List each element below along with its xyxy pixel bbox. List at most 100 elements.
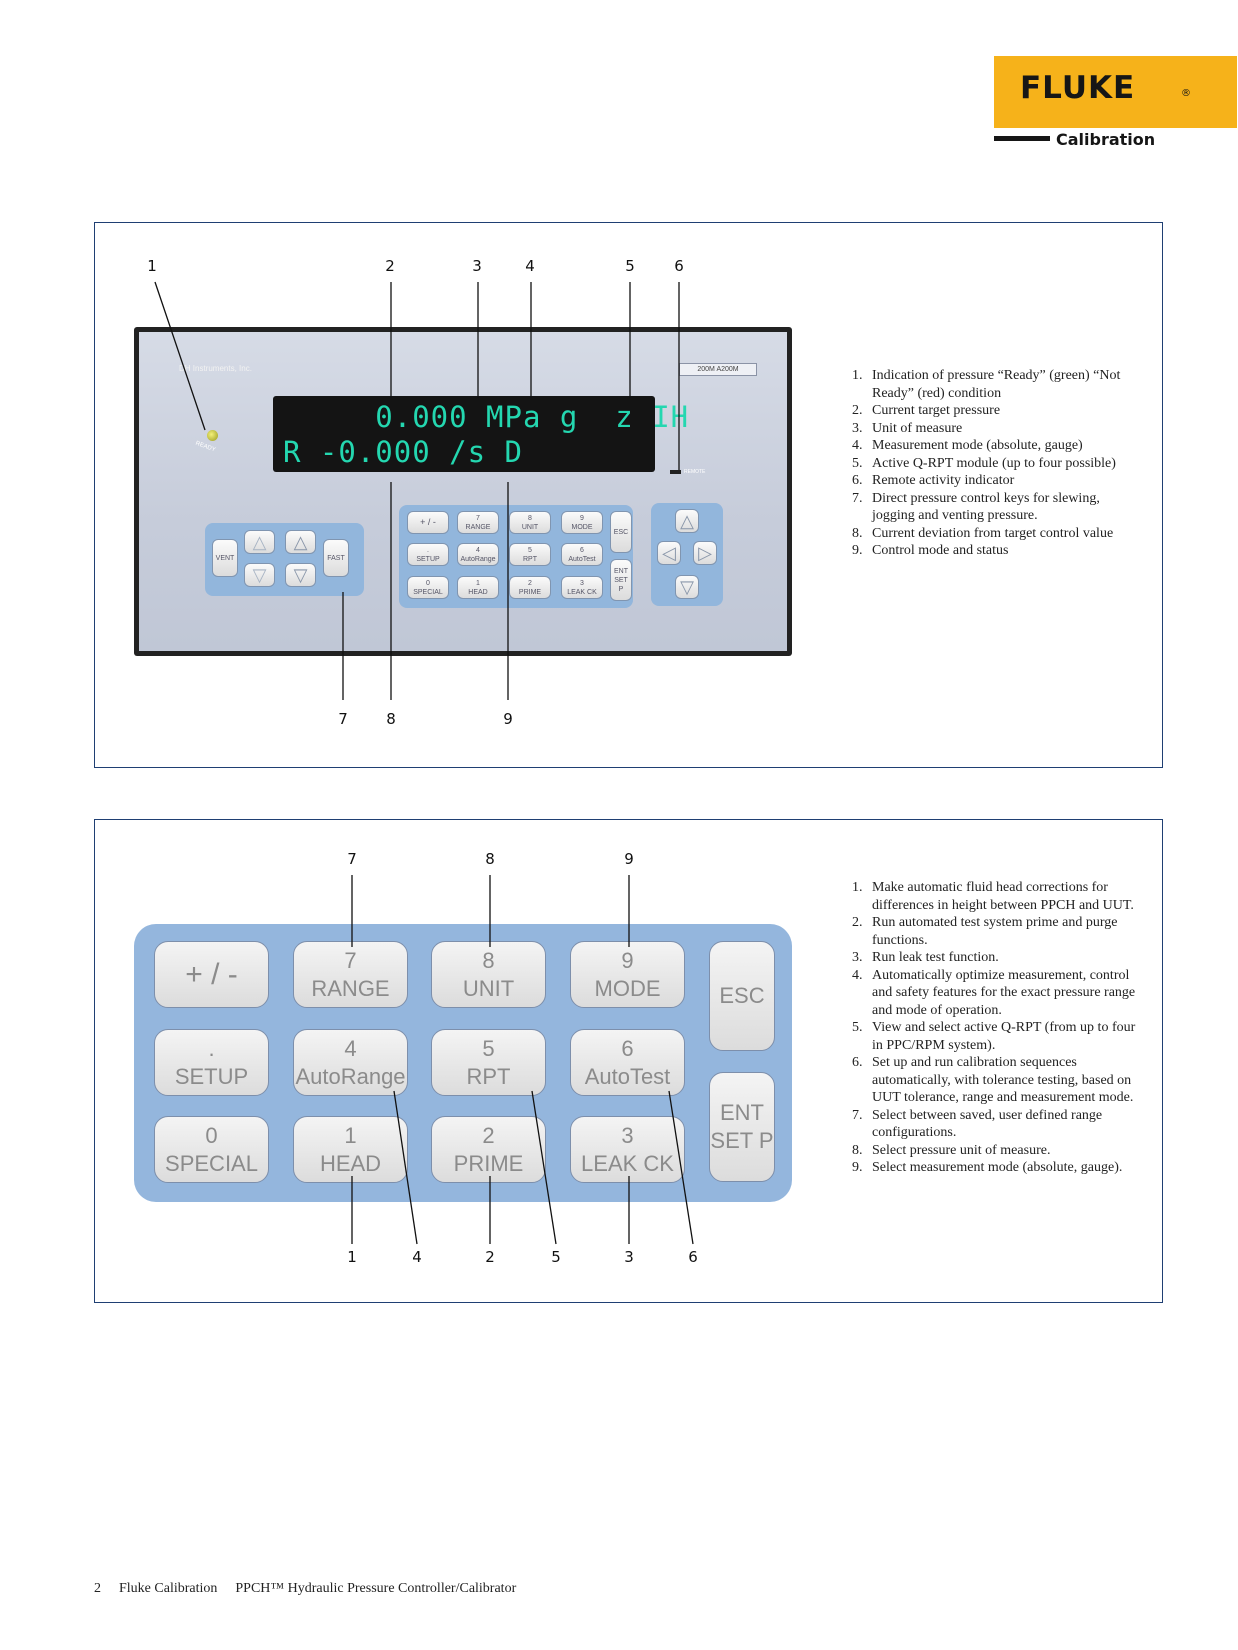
legend-number: 8. [852,525,863,541]
key-top-label: 3 [580,579,584,587]
legend-number: 2. [852,403,863,418]
key-bottom-label: UNIT [462,975,515,1001]
legend-text: Unit of measure [872,420,963,436]
registered-mark: ® [1181,88,1191,99]
arrow-up-key[interactable]: △ [675,509,699,533]
key-top-label: 1 [344,1122,357,1148]
manufacturer-label: DH Instruments, Inc. [179,364,252,373]
callout-4: 4 [412,1248,422,1266]
key-top-label: 4 [476,546,480,554]
plus-minus-key[interactable]: + / - [407,511,449,534]
legend-item: 5.Active Q-RPT module (up to four possib… [852,455,1142,473]
esc-key[interactable]: ESC [610,511,632,553]
legend-number: 9. [852,543,863,558]
remote-label: REMOTE [684,469,706,475]
arrow-left-key[interactable]: ◁ [657,541,681,565]
key-top-label: 7 [344,947,357,973]
legend-item: 8.Select pressure unit of measure. [852,1142,1142,1160]
slew-down-key[interactable]: ▽ [285,563,316,587]
legend-number: 7. [852,490,863,506]
arrow-right-key[interactable]: ▷ [693,541,717,565]
callout-7: 7 [338,710,348,728]
key-bottom-label: SPECIAL [165,1150,258,1176]
legend-text: Active Q-RPT module (up to four possible… [872,455,1116,471]
slew-down-icon: ▽ [293,565,308,585]
legend-text: Indication of pressure “Ready” (green) “… [872,368,1121,401]
jog-up-key[interactable]: △ [244,530,275,554]
arrow-down-icon: ▽ [680,577,694,597]
arrow-down-key[interactable]: ▽ [675,575,699,599]
key-top-label: 6 [621,1035,634,1061]
fast-key-label: FAST [327,554,345,562]
legend-number: 9. [852,1160,863,1175]
legend-text: Select pressure unit of measure. [872,1142,1051,1158]
fast-key[interactable]: FAST [323,539,349,577]
esc-key[interactable]: ESC [709,941,775,1051]
key-top-label: 8 [528,514,532,522]
setp-label: SET P [710,1128,774,1153]
front-panel-legend: 1.Indication of pressure “Ready” (green)… [852,367,1142,560]
callout-5: 5 [551,1248,561,1266]
legend-number: 3. [852,420,863,436]
setup-key[interactable]: .SETUP [407,543,449,566]
logo-yellow-block [994,56,1237,128]
ready-indicator-led [207,430,218,441]
setup-key[interactable]: .SETUP [154,1029,269,1096]
key-bottom-label: LEAK CK [581,1150,674,1176]
page-number: 2 [94,1581,101,1596]
vent-key-label: VENT [215,554,235,562]
slew-up-key[interactable]: △ [285,530,316,554]
callout-3: 3 [624,1248,634,1266]
legend-number: 6. [852,473,863,488]
instrument-front-panel: DH Instruments, Inc. 200M A200M READY 0.… [134,327,792,656]
fluke-calibration-logo: FLUKE ® Calibration [994,56,1237,150]
arrow-left-icon: ◁ [662,543,676,563]
key-top-label: 1 [476,579,480,587]
legend-text: Set up and run calibration sequences aut… [872,1055,1134,1105]
footer-product: PPCH™ Hydraulic Pressure Controller/Cali… [235,1581,517,1596]
display-row-1: 0.000 MPa g z IH [283,400,690,434]
key-top-label: 8 [482,947,495,973]
ent-setp-key[interactable]: ENT SET P [709,1072,775,1182]
legend-item: 8.Current deviation from target control … [852,525,1142,543]
callout-6: 6 [688,1248,698,1266]
key-top-label: 6 [580,546,584,554]
vent-key[interactable]: VENT [212,539,238,577]
key-bottom-label: HEAD [319,1150,382,1176]
legend-item: 9.Control mode and status [852,542,1142,560]
key-bottom-label: PRIME [518,588,542,596]
ent-label: ENT [720,1100,764,1125]
legend-text: Direct pressure control keys for slewing… [872,490,1100,524]
key-top-label: 0 [205,1122,218,1148]
plus-minus-key[interactable]: + / - [154,941,269,1008]
legend-item: 6.Remote activity indicator [852,472,1142,490]
legend-number: 2. [852,915,863,930]
key-bottom-label: PRIME [453,1150,524,1176]
callout-8: 8 [485,850,495,868]
key-bottom-label: AutoRange [295,1063,406,1089]
legend-text: Run automated test system prime and purg… [872,915,1118,948]
callout-2: 2 [385,257,395,275]
jog-down-key[interactable]: ▽ [244,563,275,587]
